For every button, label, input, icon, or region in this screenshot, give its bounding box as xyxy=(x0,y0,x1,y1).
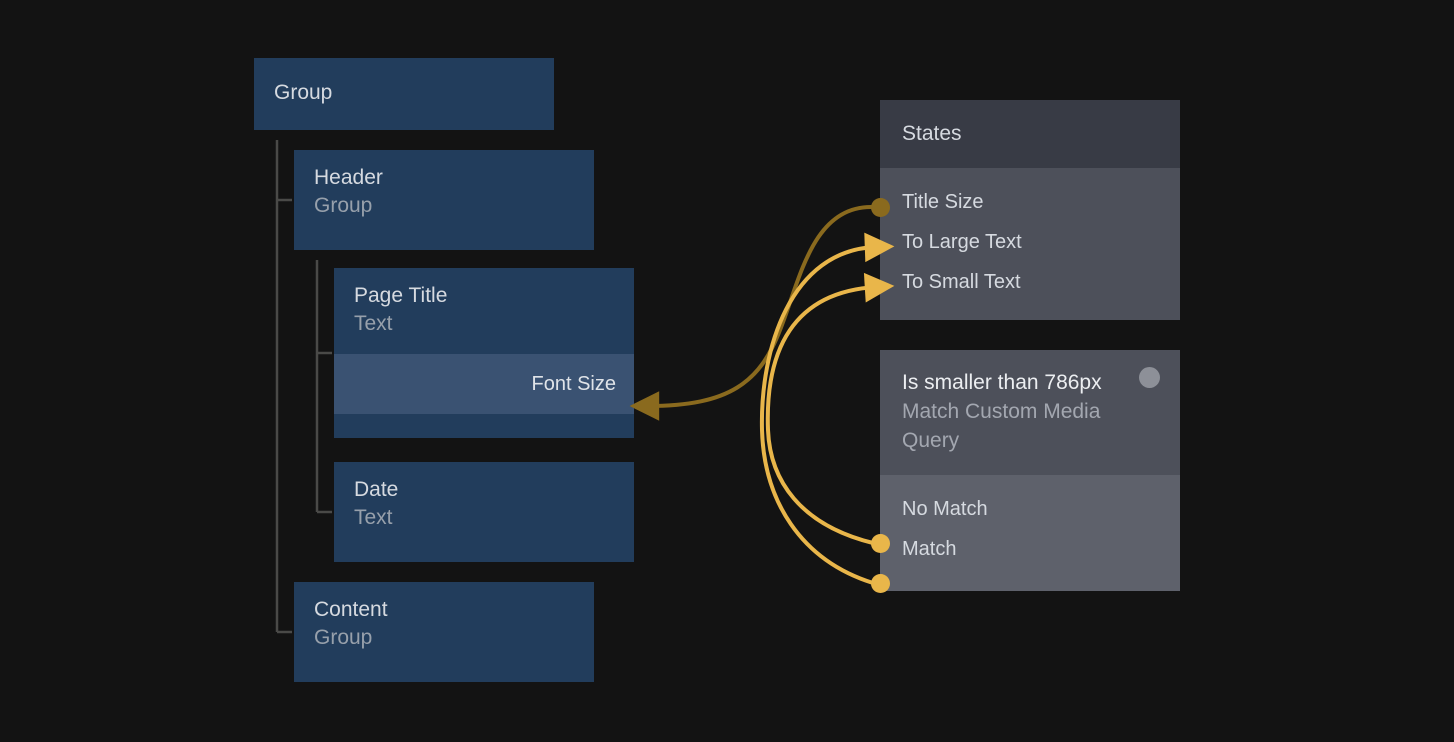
state-row-to-small-text[interactable]: To Small Text xyxy=(880,262,1180,302)
panel-media-query-header: Is smaller than 786px Match Custom Media… xyxy=(880,350,1180,475)
state-row-title-size-label: Title Size xyxy=(902,190,984,213)
state-row-to-small-text-label: To Small Text xyxy=(902,270,1021,293)
tree-node-date[interactable]: Date Text xyxy=(334,462,634,562)
state-row-to-large-text[interactable]: To Large Text xyxy=(880,222,1180,262)
tree-node-page-title[interactable]: Page Title Text Font Size xyxy=(334,268,634,438)
mq-row-no-match[interactable]: No Match xyxy=(880,489,1180,529)
panel-media-query-title: Is smaller than 786px xyxy=(902,371,1102,394)
tree-node-header[interactable]: Header Group xyxy=(294,150,594,250)
tree-node-header-title: Header xyxy=(314,166,383,189)
panel-media-query[interactable]: Is smaller than 786px Match Custom Media… xyxy=(880,350,1180,620)
panel-states-header: States xyxy=(880,100,1180,168)
state-row-to-large-text-label: To Large Text xyxy=(902,230,1022,253)
property-row-font-size-label: Font Size xyxy=(531,372,616,395)
tree-node-content-title: Content xyxy=(314,598,388,621)
state-row-title-size[interactable]: Title Size xyxy=(880,182,1180,222)
tree-node-group[interactable]: Group xyxy=(254,58,554,130)
port-title-size[interactable] xyxy=(871,198,890,217)
tree-node-content-subtitle: Group xyxy=(314,626,373,649)
tree-node-header-subtitle: Group xyxy=(314,194,373,217)
tree-node-date-title: Date xyxy=(354,478,399,501)
port-match[interactable] xyxy=(871,574,890,593)
wire-title-size-to-font-size xyxy=(629,205,873,421)
wire-match-to-large-text xyxy=(759,232,895,585)
panel-states-body: Title Size To Large Text To Small Text xyxy=(880,168,1180,320)
tree-node-page-title-title: Page Title xyxy=(354,284,448,307)
mq-row-no-match-label: No Match xyxy=(902,497,988,520)
tree-node-page-title-subtitle: Text xyxy=(354,312,393,335)
wire-no-match-to-small-text xyxy=(765,272,895,545)
circle-dot-icon[interactable] xyxy=(1139,367,1160,388)
mq-row-match[interactable]: Match xyxy=(880,529,1180,569)
port-no-match[interactable] xyxy=(871,534,890,553)
panel-states[interactable]: States Title Size To Large Text To Small… xyxy=(880,100,1180,324)
property-row-font-size[interactable]: Font Size xyxy=(334,354,634,414)
panel-states-title: States xyxy=(902,122,962,145)
tree-node-content[interactable]: Content Group xyxy=(294,582,594,682)
mq-row-match-label: Match xyxy=(902,537,957,560)
tree-node-group-title: Group xyxy=(274,81,333,104)
tree-node-date-subtitle: Text xyxy=(354,506,393,529)
panel-media-query-subtitle: Match Custom Media Query xyxy=(902,400,1101,452)
panel-media-query-body: No Match Match xyxy=(880,475,1180,591)
